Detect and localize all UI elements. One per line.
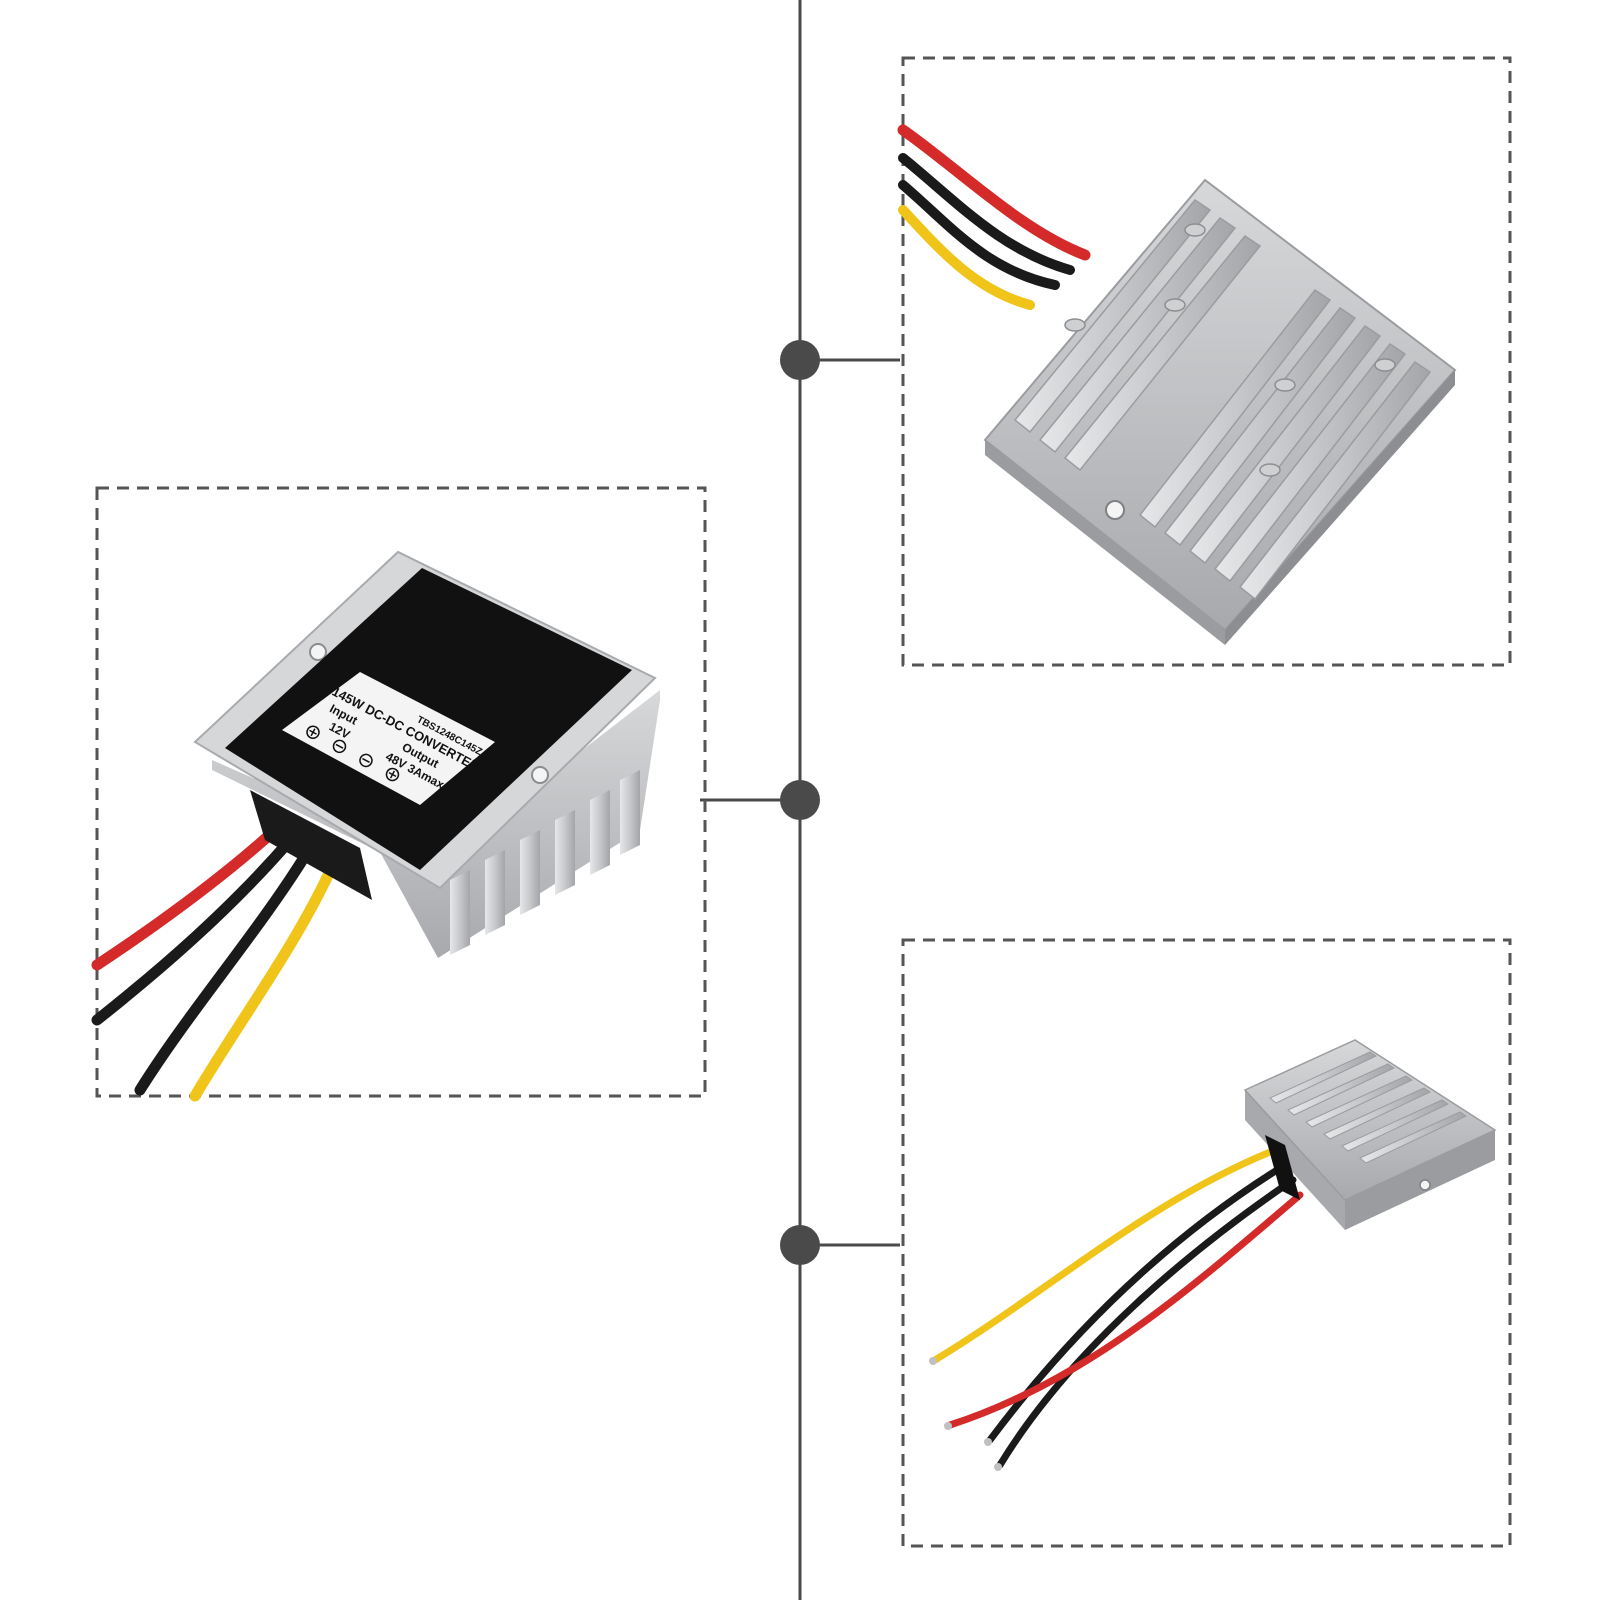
wire-red xyxy=(91,824,281,971)
heatsink-fins-front xyxy=(450,770,640,955)
label-sticker xyxy=(282,672,495,805)
wire-black-1 xyxy=(898,153,1075,275)
panel-frame-bottom-right xyxy=(901,938,1512,1548)
module-front xyxy=(1345,1130,1495,1230)
wire-black-1 xyxy=(91,832,298,1026)
plus-icon-input xyxy=(306,725,320,740)
screw-pegs xyxy=(1064,223,1396,477)
panel-frame-left xyxy=(95,486,707,1098)
converter-front-view: TBS1248C145Z 145W DC-DC CONVERTER Input … xyxy=(91,550,660,1102)
mount-hole-right xyxy=(531,766,549,784)
minus-icon-input xyxy=(332,739,347,754)
module-side xyxy=(1245,1090,1345,1230)
heatsink-fins xyxy=(1013,198,1432,601)
converter-full-view xyxy=(929,1039,1497,1471)
wire-red xyxy=(897,124,1091,261)
minus-icon-output xyxy=(359,753,373,768)
wire-red xyxy=(946,1191,1304,1429)
wire-yellow xyxy=(898,205,1035,310)
plus-icon-output xyxy=(385,767,400,782)
wire-bundle-loose xyxy=(931,1146,1304,1469)
timeline-node-top xyxy=(780,340,820,380)
wire-bundle-heatsink xyxy=(897,124,1091,310)
wire-black-2 xyxy=(134,842,316,1096)
wire-yellow xyxy=(189,854,341,1102)
mount-hole xyxy=(1105,500,1125,520)
timeline-connector xyxy=(700,0,900,1600)
wire-bundle-front xyxy=(91,824,341,1102)
panel-frame-top-right xyxy=(901,56,1512,667)
timeline-node-bottom xyxy=(780,1225,820,1265)
module-mount-hole xyxy=(1419,1179,1431,1191)
wire-tips xyxy=(929,1357,1002,1471)
wire-yellow xyxy=(931,1146,1279,1364)
module-fins xyxy=(1269,1051,1468,1164)
wire-black-2 xyxy=(996,1176,1297,1469)
wire-black-2 xyxy=(898,180,1060,290)
module-connector xyxy=(1265,1135,1300,1200)
timeline-node-middle xyxy=(780,780,820,820)
mount-hole-left xyxy=(309,643,327,661)
wire-connector-block xyxy=(250,790,372,900)
converter-heatsink-view xyxy=(897,124,1457,645)
